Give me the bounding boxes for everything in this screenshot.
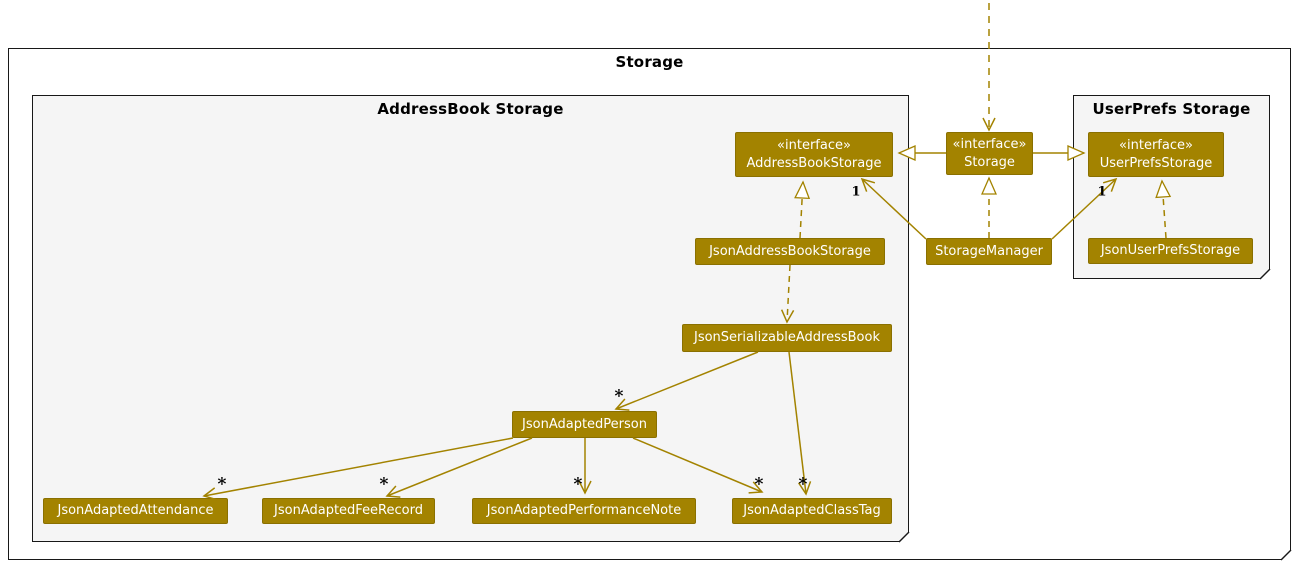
class-name-label: JsonAdaptedClassTag — [743, 503, 881, 519]
class-jsonadaptedperformancenote: JsonAdaptedPerformanceNote — [472, 498, 696, 524]
class-jsonserializableaddressbook: JsonSerializableAddressBook — [682, 324, 892, 352]
class-storagemanager: StorageManager — [926, 238, 1052, 265]
stereotype-label: «interface» — [1119, 137, 1193, 153]
class-name-label: StorageManager — [935, 243, 1043, 259]
class-name-label: JsonAdaptedAttendance — [57, 503, 214, 519]
frame-userprefs-storage-title: UserPrefs Storage — [1092, 100, 1251, 118]
class-userprefsstorage-interface: «interface» UserPrefsStorage — [1088, 132, 1224, 177]
class-name-label: JsonAdaptedPerformanceNote — [486, 503, 682, 519]
class-name-label: JsonAdaptedPerson — [522, 416, 647, 432]
class-name-label: JsonAdaptedFeeRecord — [274, 503, 423, 519]
stereotype-label: «interface» — [777, 137, 851, 153]
class-name-label: JsonSerializableAddressBook — [694, 330, 880, 346]
class-jsonadaptedattendance: JsonAdaptedAttendance — [43, 498, 228, 524]
multiplicity-label-classtag-from-person: * — [754, 474, 764, 495]
class-name-label: Storage — [964, 154, 1015, 170]
class-jsonadaptedperson: JsonAdaptedPerson — [512, 411, 657, 438]
class-name-label: UserPrefsStorage — [1099, 155, 1213, 171]
class-name-label: JsonAddressBookStorage — [709, 243, 871, 259]
multiplicity-label-classtag-from-serializable: * — [798, 474, 808, 495]
stereotype-label: «interface» — [952, 136, 1027, 152]
class-name-label: JsonUserPrefsStorage — [1100, 243, 1241, 259]
multiplicity-label-attendance: * — [217, 474, 227, 495]
class-jsonadaptedclasstag: JsonAdaptedClassTag — [732, 498, 892, 524]
frame-storage-title: Storage — [615, 53, 684, 71]
class-jsonaddressbookstorage: JsonAddressBookStorage — [695, 238, 885, 265]
multiplicity-label-feerecord: * — [379, 474, 389, 495]
class-name-label: AddressBookStorage — [746, 155, 882, 171]
class-jsonuserprefsstorage: JsonUserPrefsStorage — [1088, 238, 1253, 264]
multiplicity-label-performancenote: * — [573, 474, 583, 495]
multiplicity-label-userprefsstorage: 1 — [1097, 184, 1107, 200]
class-jsonadaptedfeerecord: JsonAdaptedFeeRecord — [262, 498, 435, 524]
class-storage-interface: «interface» Storage — [946, 132, 1033, 175]
frame-addressbook-storage-title: AddressBook Storage — [377, 100, 564, 118]
class-addressbookstorage-interface: «interface» AddressBookStorage — [735, 132, 893, 177]
multiplicity-label-addressbookstorage: 1 — [851, 184, 861, 200]
multiplicity-label-person: * — [614, 386, 624, 407]
